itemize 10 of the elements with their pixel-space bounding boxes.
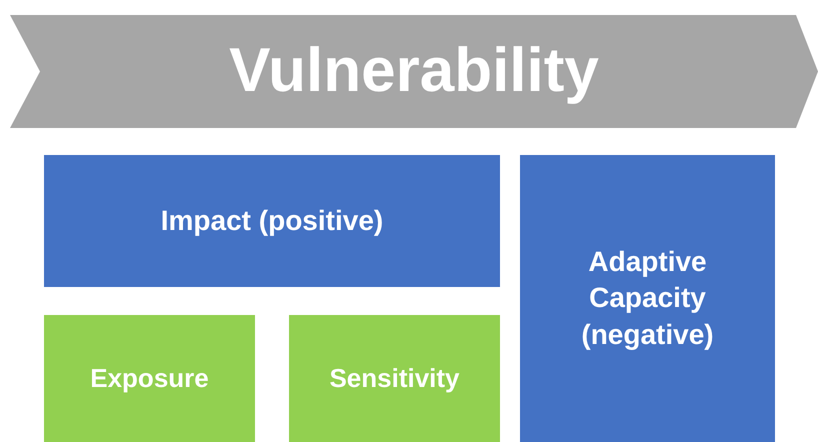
chevron-band — [10, 15, 818, 128]
category-box — [44, 315, 255, 442]
title-text: Vulnerability — [229, 35, 599, 108]
category-box — [289, 315, 500, 442]
category-box — [520, 155, 775, 442]
category-label: Impact (positive) — [160, 204, 384, 238]
category-label: Adaptive Capacity (negative) — [580, 244, 715, 352]
category-box — [44, 155, 500, 287]
category-label: Sensitivity — [329, 362, 460, 395]
category-label: Exposure — [90, 362, 209, 395]
